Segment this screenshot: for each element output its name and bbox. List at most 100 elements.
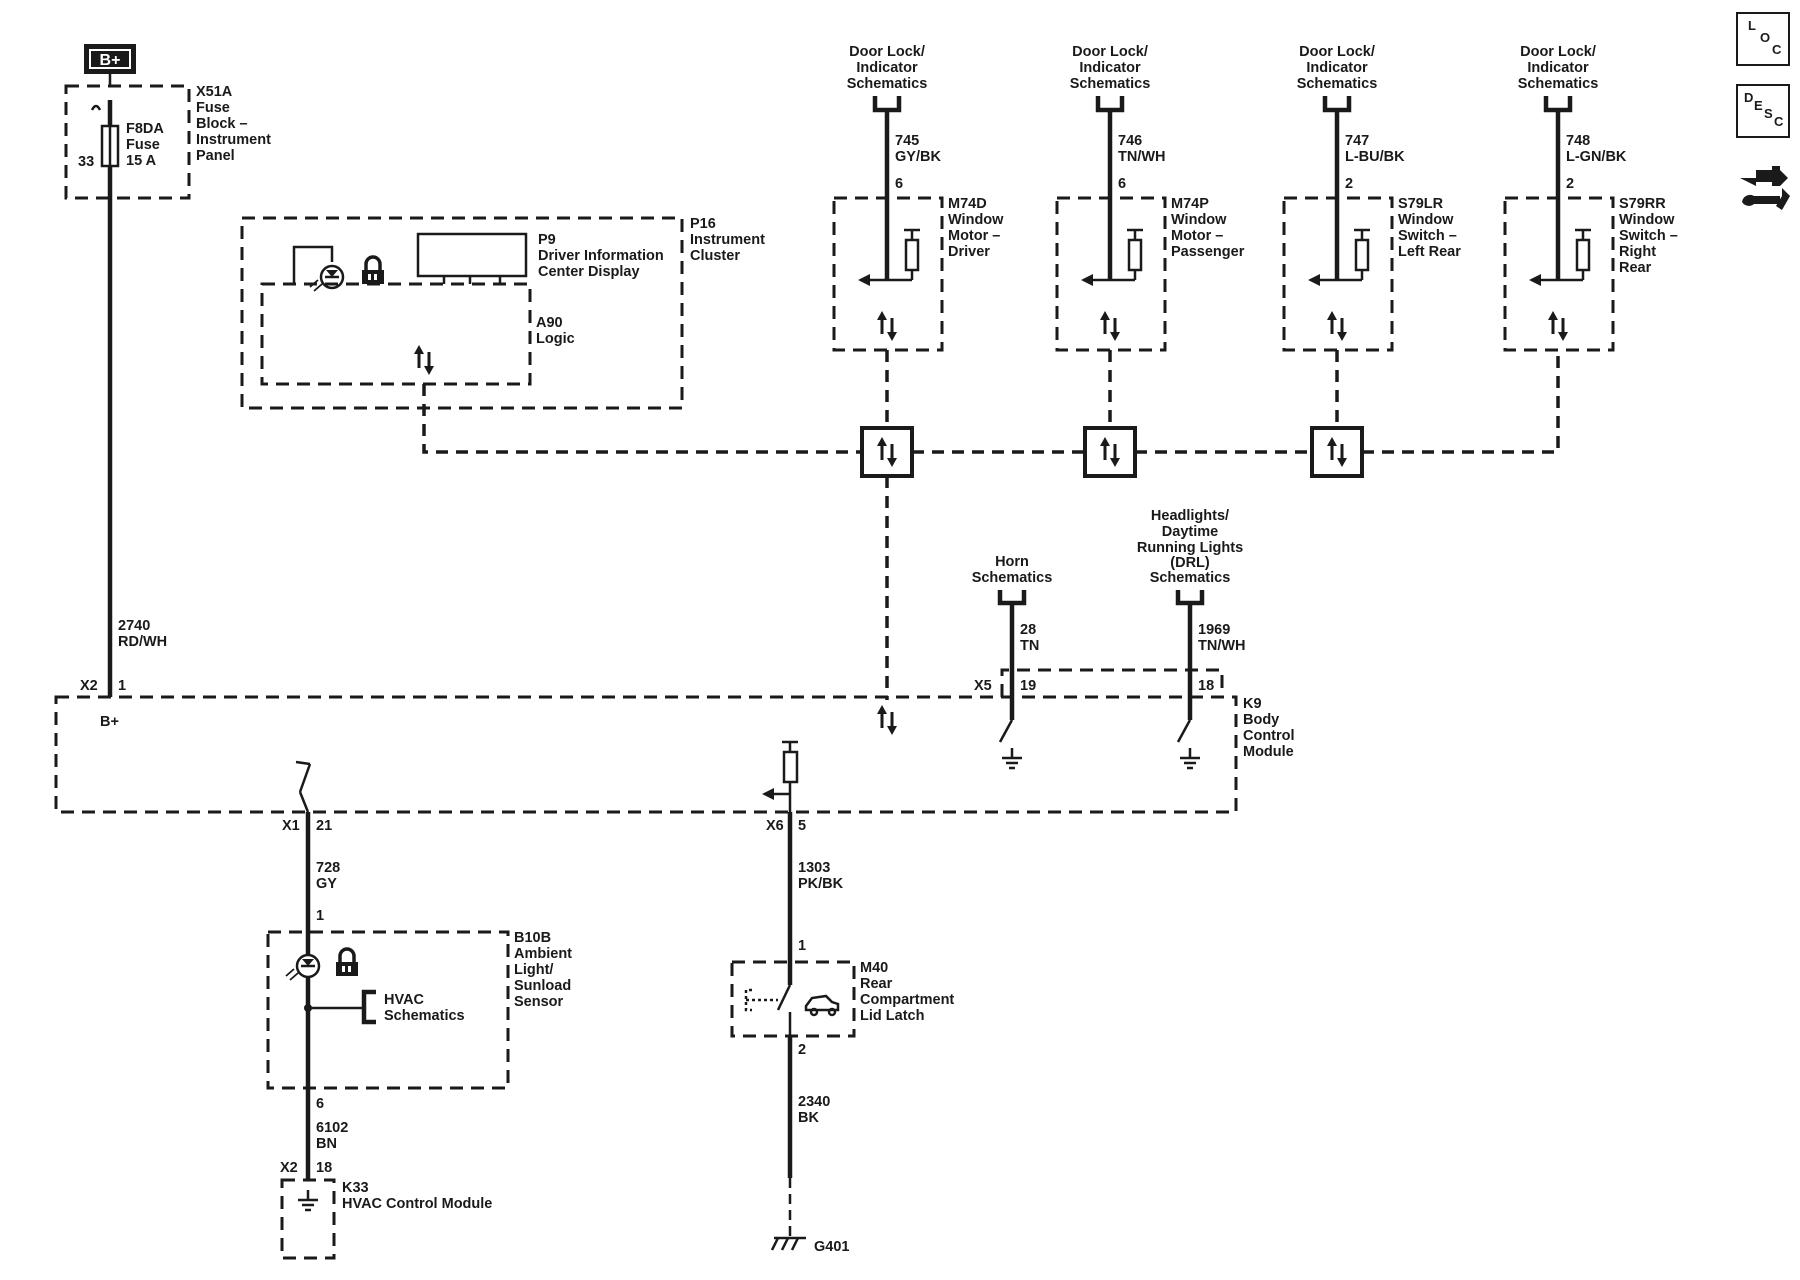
schematic-label: M40 [860, 960, 888, 976]
drl-circuit: Headlights/ Daytime Running Lights (DRL)… [1137, 508, 1246, 770]
schematic-label: 21 [316, 818, 332, 834]
schematic-label: Window [948, 212, 1004, 228]
schematic-label: S79RR [1619, 196, 1666, 212]
schematic-label: G401 [814, 1239, 849, 1255]
schematic-label: Switch – [1619, 228, 1678, 244]
schematic-label: Control [1243, 728, 1295, 744]
schematic-label: HVAC Control Module [342, 1196, 492, 1212]
schematic-label: Switch – [1398, 228, 1457, 244]
component-m74d: Door Lock/ Indicator Schematics 745 GY/B… [832, 44, 1004, 352]
schematic-label: Indicator [856, 60, 918, 76]
schematic-label: Door Lock/ [849, 44, 925, 60]
description-button[interactable]: D E S C [1736, 84, 1790, 138]
schematic-label: Instrument [690, 232, 765, 248]
schematic-label: Driver Information [538, 248, 664, 264]
schematic-label: 728 [316, 860, 340, 876]
schematic-label: Body [1243, 712, 1279, 728]
schematic-label: 5 [798, 818, 806, 834]
schematic-label: TN/WH [1118, 149, 1166, 165]
schematic-label: Block – [196, 116, 248, 132]
schematic-label: 2 [1566, 176, 1574, 192]
photo-sensor-icon [308, 264, 345, 293]
schematic-label: Motor – [1171, 228, 1223, 244]
schematic-label: X51A [196, 84, 233, 100]
schematic-label: 1969 [1198, 622, 1230, 638]
schematic-label: Driver [948, 244, 990, 260]
schematic-label: X6 [766, 818, 784, 834]
lock-icon [334, 947, 360, 978]
schematic-label: Module [1243, 744, 1294, 760]
schematic-label: M74P [1171, 196, 1209, 212]
schematic-label: Window [1619, 212, 1675, 228]
schematic-label: 2340 [798, 1094, 830, 1110]
schematic-label: 6 [1118, 176, 1126, 192]
schematic-label: M74D [948, 196, 987, 212]
chassis-ground-icon [770, 1236, 806, 1251]
splice-pack-3 [1310, 426, 1364, 478]
schematic-label: Headlights/ [1151, 508, 1229, 524]
schematic-label: Left Rear [1398, 244, 1461, 260]
schematic-label: Door Lock/ [1299, 44, 1375, 60]
schematic-label: X5 [974, 678, 992, 694]
location-button[interactable]: L O C [1736, 12, 1790, 66]
schematic-label: 2740 [118, 618, 150, 634]
schematic-label: K33 [342, 1180, 369, 1196]
schematic-label: 1 [798, 938, 806, 954]
splice-pack-2 [1083, 426, 1137, 478]
schematic-label: 747 [1345, 133, 1369, 149]
schematic-label: Schematics [384, 1008, 465, 1024]
schematic-label: K9 [1243, 696, 1262, 712]
schematic-label: Schematics [1297, 76, 1378, 92]
schematic-label: 745 [895, 133, 919, 149]
schematic-label: RD/WH [118, 634, 167, 650]
schematic-label: Lid Latch [860, 1008, 924, 1024]
schematic-label: 18 [1198, 678, 1214, 694]
schematic-label: GY/BK [895, 149, 941, 165]
schematic-label: A90 [536, 315, 563, 331]
lock-icon [360, 255, 386, 286]
schematic-label: Panel [196, 148, 235, 164]
schematic-label: Light/ [514, 962, 553, 978]
schematic-label: B+ [100, 52, 121, 69]
schematic-label: GY [316, 876, 337, 892]
schematic-label: Running Lights [1137, 540, 1243, 556]
schematic-label: HVAC [384, 992, 425, 1008]
schematic-label: Door Lock/ [1520, 44, 1596, 60]
schematic-label: X2 [80, 678, 98, 694]
schematic-label: Rear [1619, 260, 1652, 276]
schematic-label: Schematics [847, 76, 928, 92]
fuse-block-x51a: X51A Fuse Block – Instrument Panel F8DA … [64, 84, 271, 200]
schematic-label: 28 [1020, 622, 1036, 638]
hvac-control-module-k33: K33 HVAC Control Module [280, 1178, 492, 1260]
schematic-label: Indicator [1527, 60, 1589, 76]
connector-wrench-icon[interactable] [1736, 158, 1792, 222]
photo-sensor-icon [284, 953, 321, 982]
schematic-label: Daytime [1162, 524, 1218, 540]
schematic-label: Ambient [514, 946, 572, 962]
schematic-label: L-BU/BK [1345, 149, 1405, 165]
schematic-label: (DRL) [1170, 555, 1210, 571]
schematic-label: Instrument [196, 132, 271, 148]
schematic-label: Rear [860, 976, 893, 992]
schematic-label: Schematics [1150, 570, 1231, 586]
schematic-label: 2 [798, 1042, 806, 1058]
schematic-label: Compartment [860, 992, 954, 1008]
serial-data-arrows-icon [412, 343, 436, 377]
schematic-label: Fuse [196, 100, 230, 116]
schematic-label: Schematics [1070, 76, 1151, 92]
schematic-label: Cluster [690, 248, 740, 264]
component-s79lr: Door Lock/ Indicator Schematics 747 L-BU… [1282, 44, 1461, 352]
schematic-label: 2 [1345, 176, 1353, 192]
schematic-label: Motor – [948, 228, 1000, 244]
schematic-label: 748 [1566, 133, 1590, 149]
schematic-label: P9 [538, 232, 556, 248]
schematic-label: Sunload [514, 978, 571, 994]
horn-circuit: Horn Schematics 28 TN X5 19 [972, 554, 1052, 770]
schematic-label: S79LR [1398, 196, 1444, 212]
driver-info-display [416, 232, 528, 278]
schematic-label: B10B [514, 930, 551, 946]
schematic-label: 1 [316, 908, 324, 924]
schematic-label: X2 [280, 1160, 298, 1176]
